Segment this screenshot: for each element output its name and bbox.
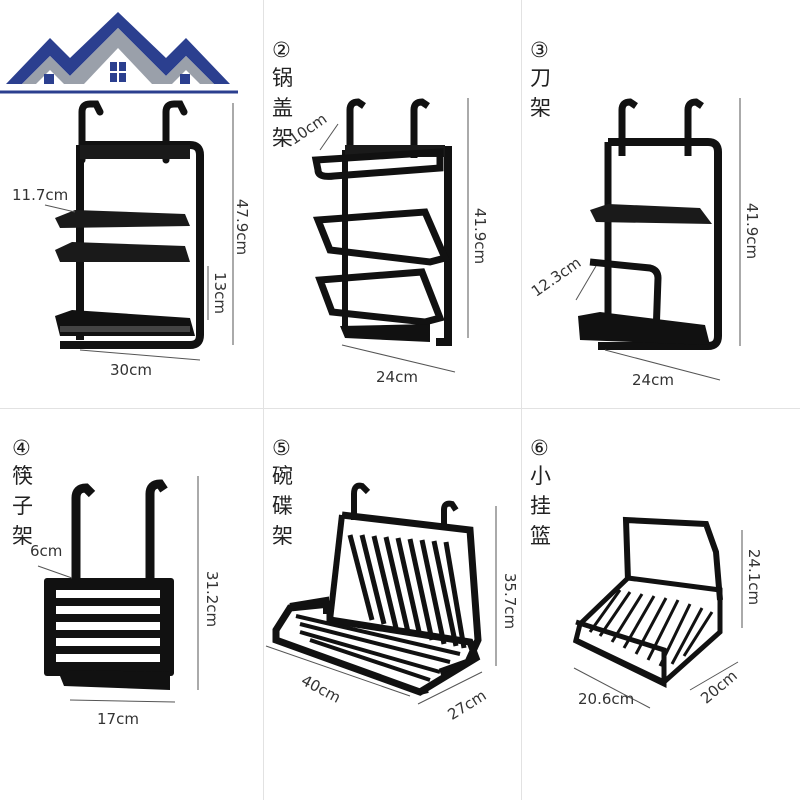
dim-chopstick-width-label: 17cm	[97, 710, 139, 728]
knife-rack-title: ③刀架	[530, 38, 552, 120]
dim-width-label: 30cm	[110, 361, 152, 379]
divider-vertical-1	[263, 0, 264, 800]
lid-rack-image	[311, 98, 469, 373]
knife-rack-image	[575, 98, 741, 381]
divider-horizontal	[0, 408, 800, 409]
chopstick-rack-title: ④筷子架	[12, 436, 34, 548]
house-roofs-logo-icon	[0, 0, 238, 100]
dim-basket-width-label: 20.6cm	[578, 690, 635, 708]
divider-vertical-2	[521, 0, 522, 800]
dim-knife-width-label: 24cm	[632, 371, 674, 389]
dish-rack-title: ⑤碗碟架	[272, 436, 294, 548]
chopstick-rack-image	[37, 476, 199, 703]
hanging-shelf-image	[44, 100, 234, 361]
small-basket-title: ⑥小挂篮	[530, 436, 552, 548]
dim-depth-label: 11.7cm	[12, 186, 69, 204]
dim-lid-width-label: 24cm	[376, 368, 418, 386]
lid-rack-title: ②锅盖架	[272, 38, 294, 150]
dim-basket-height-label: 24.1cm	[745, 548, 764, 606]
dim-chopstick-depth-label: 6cm	[30, 542, 63, 560]
